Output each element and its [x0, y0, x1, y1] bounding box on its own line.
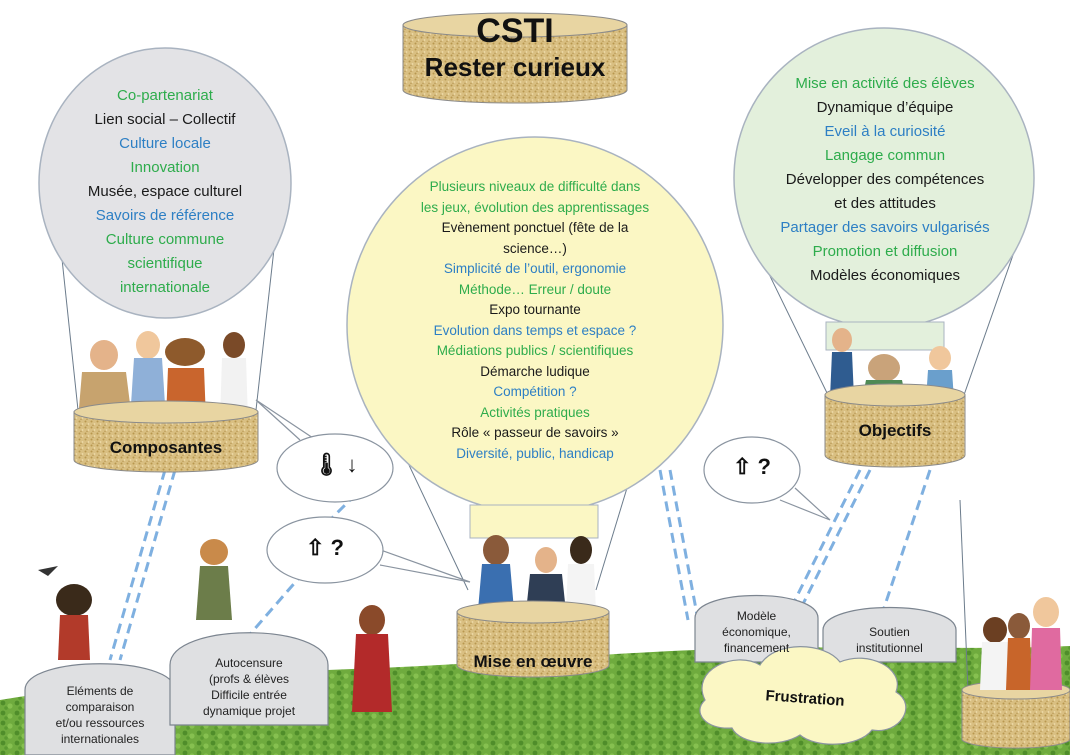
- center-balloon-text: Plusieurs niveaux de difficulté dans les…: [385, 177, 685, 464]
- standing-people: [38, 539, 392, 712]
- title-line-1: CSTI: [476, 12, 554, 50]
- title-line-2: Rester curieux: [424, 52, 606, 82]
- left-basket: [73, 400, 259, 473]
- left-line: Culture locale: [119, 135, 211, 152]
- composantes-label: Composantes: [109, 438, 223, 457]
- far-right-characters: [980, 597, 1062, 690]
- left-line: Co-partenariat: [117, 87, 213, 104]
- stone-line: Difficile entrée: [211, 688, 287, 702]
- center-line: Rôle « passeur de savoirs »: [451, 425, 619, 440]
- right-line: Modèles économiques: [809, 267, 961, 284]
- stone-line: Modèle: [736, 609, 777, 623]
- center-line: Compétition ?: [493, 384, 577, 399]
- speech-bubble-thermo: [255, 399, 394, 503]
- center-line: Evolution dans temps et espace ?: [433, 322, 637, 338]
- thermo-down-text: 🌡 ↓: [312, 452, 358, 477]
- center-line: Plusieurs niveaux de difficulté dans: [429, 179, 641, 194]
- center-basket: [456, 600, 610, 678]
- right-line: Développer des compétences: [785, 171, 985, 188]
- stone-line: financement: [723, 641, 790, 655]
- title-text: CSTI Rester curieux: [403, 12, 627, 84]
- left-line: Lien social – Collectif: [94, 111, 236, 128]
- center-line: Diversité, public, handicap: [456, 445, 614, 461]
- center-line: Activités pratiques: [480, 404, 590, 420]
- stone-line: et/ou ressources: [55, 716, 145, 730]
- center-line: science…): [503, 240, 567, 256]
- objectifs-label: Objectifs: [858, 421, 932, 440]
- right-line: Partager des savoirs vulgarisés: [780, 219, 990, 236]
- left-line: scientifique: [127, 255, 203, 272]
- left-balloon-text: Co-partenariat Lien social – Collectif C…: [40, 84, 290, 300]
- stone-line: Autocensure: [215, 656, 283, 670]
- stone-soutien: [822, 606, 957, 663]
- elements-stone-text: Eléments de comparaison et/ou ressources…: [25, 683, 175, 747]
- center-line: Médiations publics / scientifiques: [436, 343, 634, 358]
- stone-line: dynamique projet: [202, 704, 296, 718]
- stone-line: Eléments de: [66, 684, 134, 698]
- center-line: Démarche ludique: [480, 363, 590, 379]
- right-line: et des attitudes: [834, 195, 936, 212]
- center-characters: [478, 535, 596, 612]
- stone-line: internationales: [60, 732, 140, 746]
- tether-ropes: [108, 458, 932, 661]
- right-line: Langage commun: [824, 147, 946, 164]
- speech-bubble-up-right: [703, 436, 831, 521]
- title-drum: [402, 12, 628, 104]
- speech-bubble-up-left: [266, 516, 471, 584]
- modele-stone-text: Modèle économique, financement: [695, 608, 818, 656]
- center-balloon-neck: [469, 504, 599, 539]
- up-question-left-text: ⇧ ?: [306, 535, 344, 560]
- mise-en-oeuvre-label: Mise en œuvre: [473, 652, 593, 671]
- center-line: Simplicité de l’outil, ergonomie: [443, 261, 627, 276]
- stone-line: comparaison: [65, 700, 135, 714]
- left-line: Culture commune: [105, 231, 225, 248]
- stone-modele: [694, 594, 819, 663]
- right-basket: [824, 383, 966, 468]
- right-line: Eveil à la curiosité: [824, 123, 946, 140]
- stone-autocensure: [169, 632, 329, 726]
- left-line: internationale: [119, 279, 211, 296]
- frustration-cloud: [699, 646, 907, 745]
- up-question-right-text: ⇧ ?: [733, 454, 771, 479]
- right-balloon-text: Mise en activité des élèves Dynamique d’…: [754, 72, 1016, 288]
- autocensure-stone-text: Autocensure (profs & élèves Difficile en…: [170, 655, 328, 719]
- right-line: Dynamique d’équipe: [816, 99, 954, 116]
- center-line: les jeux, évolution des apprentissages: [420, 199, 650, 215]
- center-line: Evènement ponctuel (fête de la: [441, 220, 629, 235]
- stone-line: (profs & élèves: [208, 672, 290, 686]
- stone-line: Soutien: [869, 625, 910, 639]
- left-line: Innovation: [130, 159, 200, 176]
- right-line: Promotion et diffusion: [812, 243, 958, 260]
- center-line: Méthode… Erreur / doute: [458, 281, 612, 297]
- bird-icon: [38, 566, 58, 576]
- far-right-basket: [961, 680, 1070, 749]
- right-line: Mise en activité des élèves: [795, 75, 975, 92]
- left-line: Musée, espace culturel: [87, 183, 243, 200]
- center-line: Expo tournante: [489, 302, 581, 317]
- stone-line: institutionnel: [856, 641, 923, 655]
- left-line: Savoirs de référence: [95, 207, 235, 224]
- stone-line: économique,: [722, 625, 791, 639]
- left-balloon: [38, 47, 292, 319]
- soutien-stone-text: Soutien institutionnel: [823, 624, 956, 656]
